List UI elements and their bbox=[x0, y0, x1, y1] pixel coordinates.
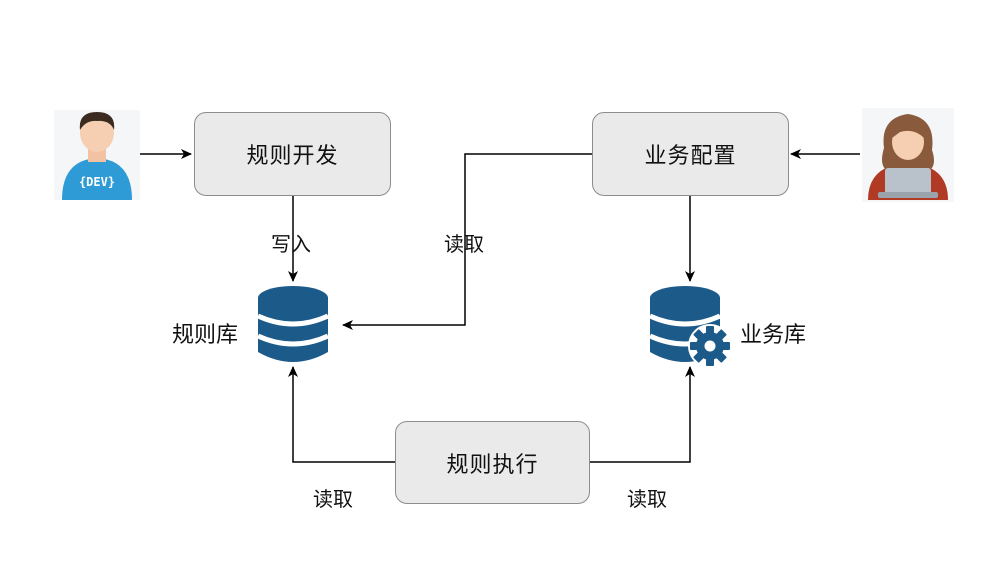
arrow-rule-exec-to-rule-db bbox=[288, 366, 395, 463]
dev-badge: {DEV} bbox=[79, 175, 115, 189]
arrow-rule-exec-to-biz-db bbox=[590, 366, 695, 463]
developer-avatar-icon: {DEV} bbox=[54, 110, 140, 200]
business-config-node: 业务配置 bbox=[592, 112, 789, 196]
database-gear-icon-biz bbox=[648, 286, 732, 368]
edge-label-write: 写入 bbox=[271, 232, 311, 256]
database-icon-rule bbox=[256, 286, 330, 362]
biz-db-label: 业务库 bbox=[740, 323, 807, 348]
edge-label-read-biz: 读取 bbox=[627, 487, 667, 511]
edge-label-read-config: 读取 bbox=[444, 232, 484, 256]
business-config-label: 业务配置 bbox=[644, 144, 737, 169]
rule-execution-node: 规则执行 bbox=[395, 421, 590, 504]
edge-label-read-rule: 读取 bbox=[313, 487, 353, 511]
rule-db-label: 规则库 bbox=[172, 323, 239, 348]
operator-avatar-icon bbox=[862, 108, 954, 202]
rule-development-label: 规则开发 bbox=[246, 144, 339, 169]
rule-development-node: 规则开发 bbox=[194, 112, 391, 196]
arrow-biz-config-to-rule-db bbox=[342, 153, 592, 330]
rule-execution-label: 规则执行 bbox=[446, 452, 539, 478]
